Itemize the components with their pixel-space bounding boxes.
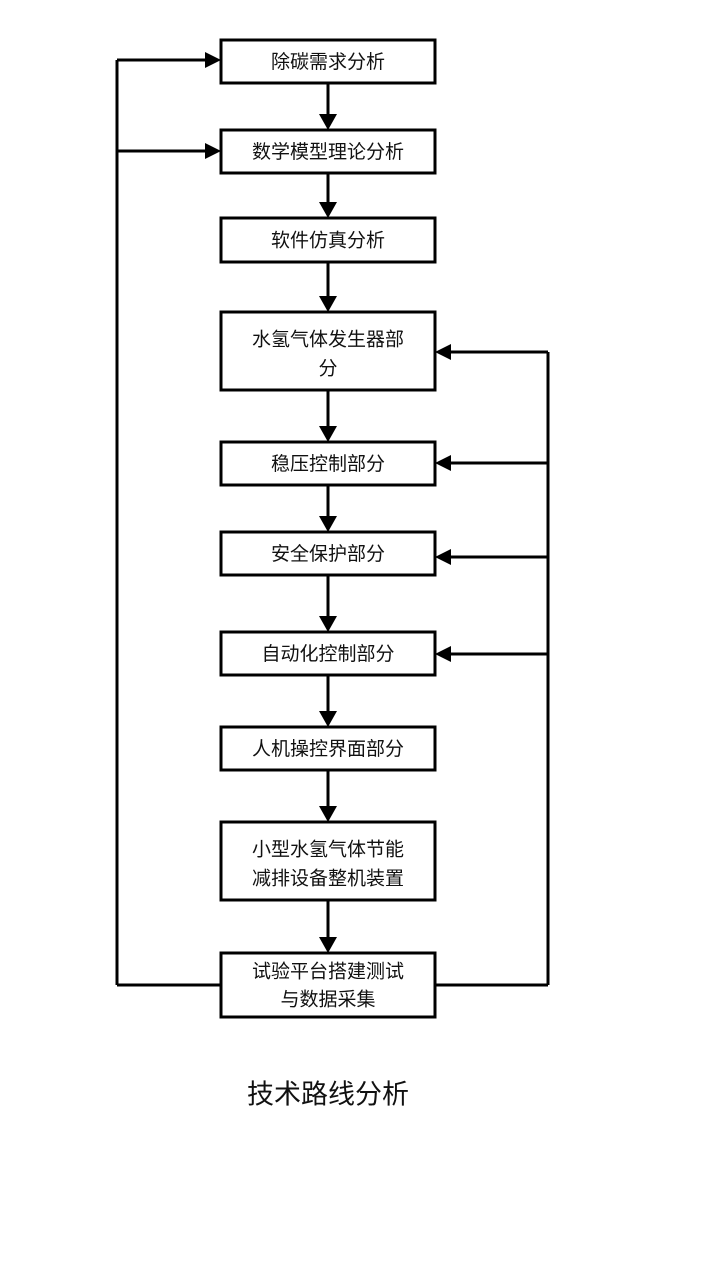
node-n8[interactable]: 人机操控界面部分 (219, 725, 437, 772)
node-box[interactable] (219, 128, 437, 175)
node-label: 数学模型理论分析 (252, 141, 404, 163)
node-label: 除碳需求分析 (271, 51, 385, 73)
node-n2[interactable]: 数学模型理论分析 (219, 128, 437, 175)
arrow-head-to-n1 (205, 52, 221, 68)
node-label-line-1: 小型水氢气体节能 (252, 839, 404, 861)
node-n9[interactable]: 小型水氢气体节能 减排设备整机装置 (219, 820, 437, 902)
node-box[interactable] (219, 725, 437, 772)
node-box[interactable] (219, 38, 437, 85)
node-box[interactable] (219, 530, 437, 577)
node-box[interactable] (219, 440, 437, 487)
node-n6[interactable]: 安全保护部分 (219, 530, 437, 577)
node-label-line-2: 分 (318, 358, 337, 380)
arrow-head-to-n4 (435, 344, 451, 360)
node-n3[interactable]: 软件仿真分析 (219, 216, 437, 264)
arrow-head-n6-n7 (319, 616, 337, 632)
node-label: 自动化控制部分 (261, 643, 394, 665)
node-n4[interactable]: 水氢气体发生器部 分 (219, 310, 437, 392)
node-label: 软件仿真分析 (271, 230, 385, 252)
arrow-head-to-n6 (435, 549, 451, 565)
arrow-head-n3-n4 (319, 296, 337, 312)
arrow-head-n1-n2 (319, 114, 337, 130)
arrow-head-n7-n8 (319, 711, 337, 727)
arrow-head-n4-n5 (319, 426, 337, 442)
arrow-head-n8-n9 (319, 806, 337, 822)
node-label-line-2: 与数据采集 (280, 989, 375, 1011)
arrow-head-to-n2 (205, 143, 221, 159)
node-label-line-1: 水氢气体发生器部 (252, 329, 404, 351)
diagram-caption: 技术路线分析 (247, 1080, 409, 1111)
node-n5[interactable]: 稳压控制部分 (219, 440, 437, 487)
arrow-head-n5-n6 (319, 516, 337, 532)
node-label: 人机操控界面部分 (252, 738, 404, 760)
node-box[interactable] (219, 951, 437, 1019)
arrow-head-to-n7 (435, 646, 451, 662)
feedback-bus-right (435, 344, 550, 987)
node-label-line-1: 试验平台搭建测试 (252, 961, 404, 983)
flow-arrows (319, 83, 337, 953)
node-box[interactable] (219, 310, 437, 392)
node-n1[interactable]: 除碳需求分析 (219, 38, 437, 85)
feedback-bus-left (115, 52, 221, 987)
node-box[interactable] (219, 630, 437, 677)
node-n10[interactable]: 试验平台搭建测试 与数据采集 (219, 951, 437, 1019)
node-label: 安全保护部分 (271, 543, 385, 565)
node-box[interactable] (219, 216, 437, 264)
arrow-head-to-n5 (435, 455, 451, 471)
arrow-head-n9-n10 (319, 937, 337, 953)
node-n7[interactable]: 自动化控制部分 (219, 630, 437, 677)
node-label: 稳压控制部分 (271, 453, 385, 475)
node-box[interactable] (219, 820, 437, 902)
node-label-line-2: 减排设备整机装置 (252, 868, 404, 890)
arrow-head-n2-n3 (319, 202, 337, 218)
